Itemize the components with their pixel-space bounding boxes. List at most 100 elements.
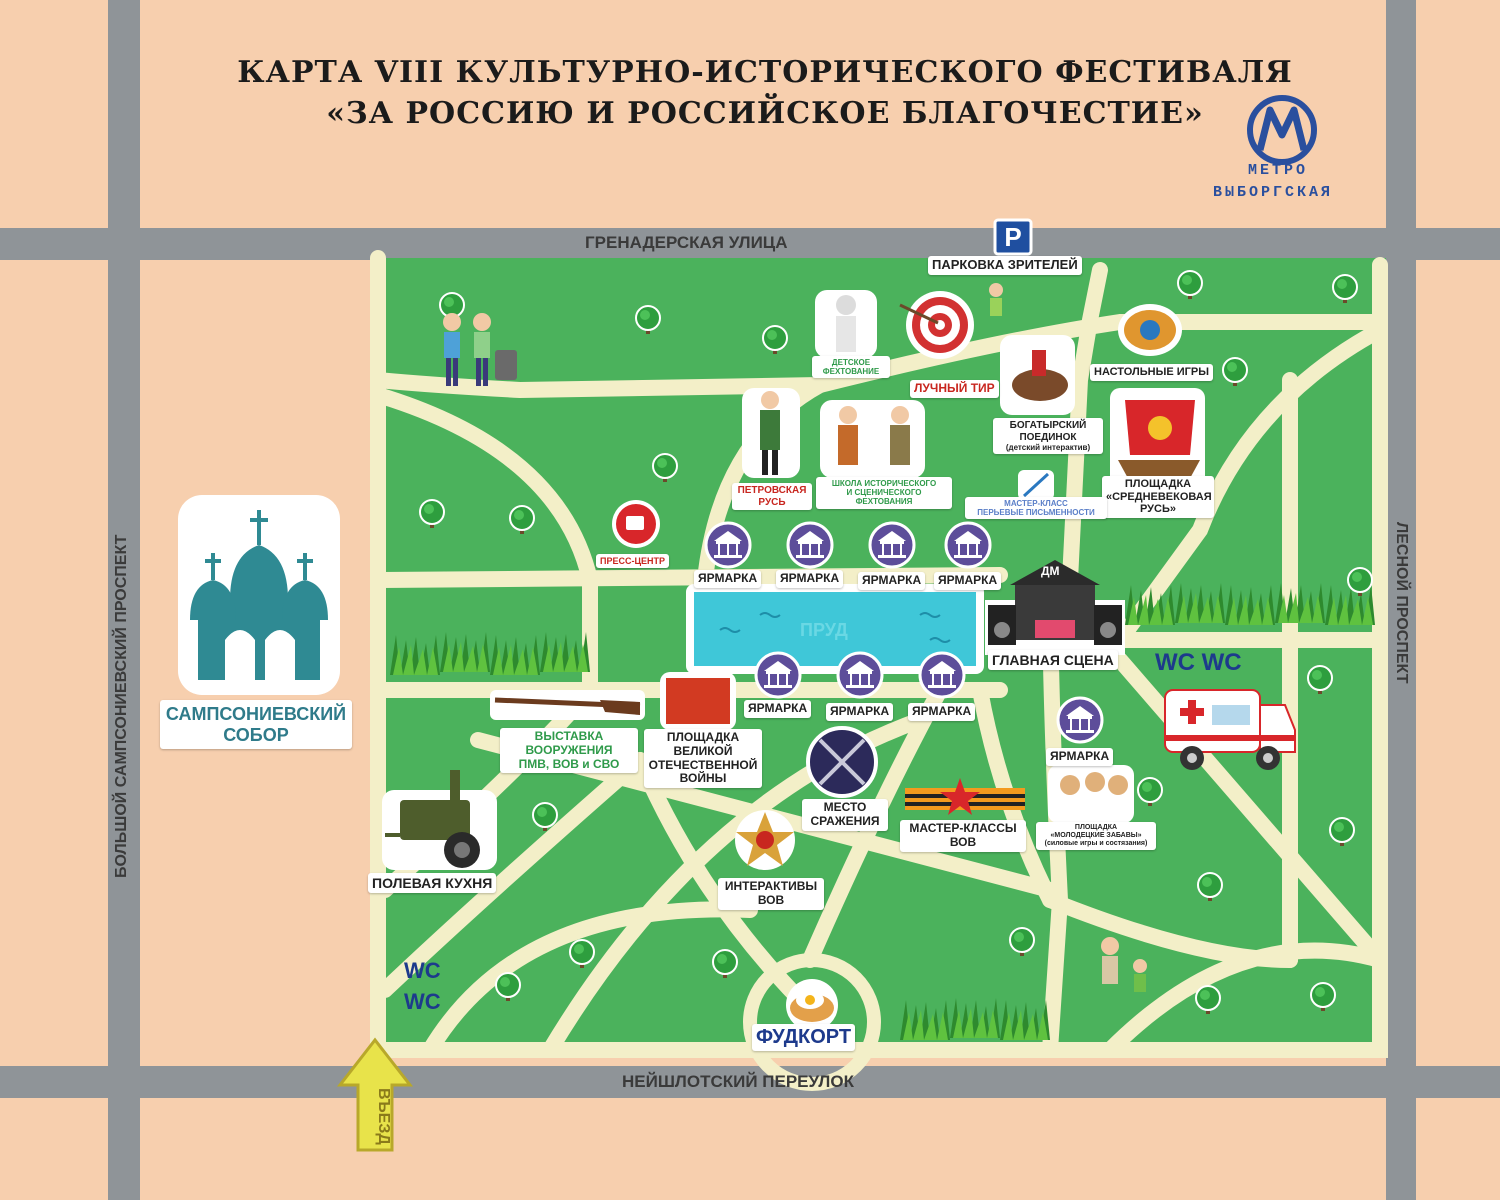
fair-label: ЯРМАРКА bbox=[858, 572, 926, 590]
parking-label: ПАРКОВКА ЗРИТЕЛЕЙ bbox=[928, 256, 1082, 275]
main-stage-label: ГЛАВНАЯ СЦЕНА bbox=[988, 650, 1118, 671]
ww2-area-label: ПЛОЩАДКА ВЕЛИКОЙ ОТЕЧЕСТВЕННОЙ ВОЙНЫ bbox=[644, 729, 762, 789]
order-star-icon bbox=[735, 810, 795, 870]
masterclass-ww2-label-line1: МАСТЕР-КЛАССЫ bbox=[909, 821, 1017, 835]
weapons-label: ВЫСТАВКА ВООРУЖЕНИЯ ПМВ, ВОВ и СВО bbox=[500, 728, 638, 774]
metro-label: МЕТРО bbox=[1248, 162, 1309, 179]
wc-left-2: WC bbox=[404, 989, 441, 1014]
food-icon bbox=[786, 979, 838, 1031]
petrovskaya-label: ПЕТРОВСКАЯ РУСЬ bbox=[732, 483, 812, 510]
pond-label: ПРУД bbox=[800, 620, 848, 640]
street-left: БОЛЬШОЙ САМПСОНИЕВСКИЙ ПРОСПЕКТ bbox=[113, 534, 130, 878]
street-bottom: НЕЙШЛОТСКИЙ ПЕРЕУЛОК bbox=[622, 1072, 854, 1091]
fair-label: ЯРМАРКА bbox=[908, 703, 976, 721]
ww2-area-label-line3: ОТЕЧЕСТВЕННОЙ bbox=[648, 757, 758, 772]
ww2-area-label-line2: ВЕЛИКОЙ bbox=[673, 743, 733, 758]
field-kitchen-icon bbox=[382, 770, 497, 870]
weapons-label-line1: ВЫСТАВКА bbox=[534, 729, 604, 743]
parking-symbol: P bbox=[1004, 222, 1022, 252]
street-right: ЛЕСНОЙ ПРОСПЕКТ bbox=[1393, 522, 1410, 684]
road-sampsonievsky bbox=[108, 0, 140, 1200]
street-top: ГРЕНАДЕРСКАЯ УЛИЦА bbox=[585, 233, 788, 252]
performer-figures bbox=[660, 290, 1134, 823]
masterclass-ww2-label-line2: ВОВ bbox=[949, 834, 977, 849]
interactive-ww2-label-line1: ИНТЕРАКТИВЫ bbox=[724, 879, 818, 893]
medieval-label: ПЛОЩАДКА «СРЕДНЕВЕКОВАЯ РУСЬ» bbox=[1102, 476, 1214, 518]
bogatyr-label: БОГАТЫРСКИЙ ПОЕДИНОК (детский интерактив… bbox=[993, 418, 1103, 455]
fair-label: ЯРМАРКА bbox=[694, 570, 762, 588]
cathedral-label: САМПСОНИЕВСКИЙ СОБОР bbox=[160, 700, 352, 750]
weapons-label-line3: ПМВ, ВОВ и СВО bbox=[518, 756, 620, 771]
fencing-label: ДЕТСКОЕ ФЕХТОВАНИЕ bbox=[812, 356, 890, 379]
medieval-label-line1: ПЛОЩАДКА bbox=[1124, 478, 1192, 490]
fencing-label-line2: ФЕХТОВАНИЕ bbox=[822, 367, 880, 377]
boardgames-label: НАСТОЛЬНЫЕ ИГРЫ bbox=[1090, 364, 1213, 381]
writing-label-line2: ПЕРЬЕВЫЕ ПИСЬМЕННОСТИ bbox=[977, 508, 1095, 518]
petrovskaya-label-line1: ПЕТРОВСКАЯ bbox=[737, 485, 807, 496]
entrance-label: ВЪЕЗД bbox=[375, 1088, 392, 1145]
fencing-label-line1: ДЕТСКОЕ bbox=[831, 358, 871, 367]
petrovskaya-label-line2: РУСЬ bbox=[758, 496, 786, 508]
bogatyr-label-line2: ПОЕДИНОК bbox=[1019, 431, 1077, 443]
crossed-swords-icon bbox=[806, 726, 878, 798]
target-icon bbox=[899, 291, 974, 359]
molodetskie-label-line1: ПЛОЩАДКА bbox=[1074, 824, 1118, 831]
archery-label: ЛУЧНЫЙ ТИР bbox=[910, 380, 999, 398]
ribbon-star-icon bbox=[905, 778, 1025, 815]
writing-label-line1: МАСТЕР-КЛАСС bbox=[1004, 499, 1068, 508]
parking-icon bbox=[993, 218, 1033, 256]
church-icon bbox=[178, 495, 340, 695]
school-label-line1: ШКОЛА ИСТОРИЧЕСКОГО bbox=[831, 479, 937, 488]
page-title: КАРТА VIII КУЛЬТУРНО-ИСТОРИЧЕСКОГО ФЕСТИ… bbox=[237, 55, 1293, 90]
wc-left-1: WC bbox=[404, 958, 441, 983]
people-icon bbox=[443, 283, 1147, 992]
metro-station-label: ВЫБОРГСКАЯ bbox=[1213, 184, 1334, 201]
battle-place-label-line1: МЕСТО bbox=[823, 800, 867, 814]
school-label-line2: И СЦЕНИЧЕСКОГО bbox=[846, 488, 922, 498]
wc-right: WC WC bbox=[1155, 649, 1242, 676]
field-kitchen-label: ПОЛЕВАЯ КУХНЯ bbox=[368, 873, 497, 894]
ww2-area-label-line1: ПЛОЩАДКА bbox=[666, 730, 740, 744]
fair-label: ЯРМАРКА bbox=[826, 703, 894, 721]
molodetskie-label: ПЛОЩАДКА «МОЛОДЕЦКИЕ ЗАБАВЫ» (силовые иг… bbox=[1036, 822, 1156, 851]
stage-badge: ДМ bbox=[1041, 564, 1060, 578]
fair-label: ЯРМАРКА bbox=[776, 570, 844, 588]
cathedral-label-line1: САМПСОНИЕВСКИЙ bbox=[165, 704, 347, 724]
weapons-label-line2: ВООРУЖЕНИЯ bbox=[525, 742, 613, 757]
interactive-ww2-label-line2: ВОВ bbox=[757, 892, 785, 907]
ship-icon bbox=[1110, 388, 1205, 488]
interactive-ww2-label: ИНТЕРАКТИВЫ ВОВ bbox=[718, 878, 824, 910]
rifle-icon bbox=[490, 690, 645, 720]
medieval-label-line2: «СРЕДНЕВЕКОВАЯ bbox=[1106, 490, 1212, 503]
road-grenaderskaya bbox=[0, 228, 1500, 260]
foodcourt-label: ФУДКОРТ bbox=[752, 1024, 856, 1051]
road-neishlotsky bbox=[0, 1066, 1500, 1098]
school-label-line3: ФЕХТОВАНИЯ bbox=[855, 497, 913, 507]
school-label: ШКОЛА ИСТОРИЧЕСКОГО И СЦЕНИЧЕСКОГО ФЕХТО… bbox=[816, 477, 952, 509]
fair-label: ЯРМАРКА bbox=[744, 700, 812, 718]
page-subtitle: «ЗА РОССИЮ И РОССИЙСКОЕ БЛАГОЧЕСТИЕ» bbox=[326, 96, 1204, 131]
cathedral-label-line2: СОБОР bbox=[223, 724, 289, 745]
ww2-area-label-line4: ВОЙНЫ bbox=[679, 771, 727, 786]
battle-place-label: МЕСТО СРАЖЕНИЯ bbox=[802, 799, 888, 831]
bogatyr-label-line1: БОГАТЫРСКИЙ bbox=[1009, 420, 1087, 431]
pond bbox=[686, 584, 984, 674]
medieval-label-line3: РУСЬ» bbox=[1139, 503, 1176, 516]
press-center-label: ПРЕСС-ЦЕНТР bbox=[596, 554, 670, 569]
battle-place-label-line2: СРАЖЕНИЯ bbox=[810, 813, 880, 828]
boardgames-icon bbox=[1118, 304, 1182, 356]
road-lesnoy bbox=[1386, 0, 1416, 1200]
entrance-arrow-icon bbox=[336, 1037, 414, 1152]
writing-label: МАСТЕР-КЛАСС ПЕРЬЕВЫЕ ПИСЬМЕННОСТИ bbox=[965, 497, 1107, 520]
bogatyr-label-line3: (детский интерактив) bbox=[1005, 443, 1091, 452]
molodetskie-label-line3: (силовые игры и состязания) bbox=[1044, 840, 1148, 848]
fair-label: ЯРМАРКА bbox=[1046, 748, 1114, 766]
ambulance-icon bbox=[1164, 689, 1296, 770]
metro-logo-icon bbox=[1247, 95, 1317, 165]
molodetskie-label-line2: «МОЛОДЕЦКИЕ ЗАБАВЫ» bbox=[1050, 832, 1142, 840]
press-icon bbox=[612, 500, 660, 548]
masterclass-ww2-label: МАСТЕР-КЛАССЫ ВОВ bbox=[900, 820, 1026, 852]
stage-icon bbox=[985, 560, 1125, 655]
